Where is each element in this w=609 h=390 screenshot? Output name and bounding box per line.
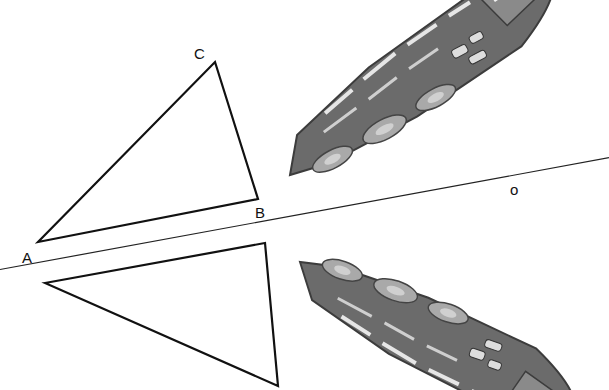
reflected-triangle	[45, 243, 278, 386]
axis-label: o	[510, 182, 518, 197]
vertex-label: A	[22, 250, 32, 265]
triangle	[38, 62, 258, 242]
reflected-ship-figure	[275, 248, 595, 390]
vertex-label: C	[194, 46, 205, 61]
ship-figure	[254, 0, 583, 188]
vertex-label: B	[255, 205, 265, 220]
mirror-axis	[0, 158, 609, 270]
